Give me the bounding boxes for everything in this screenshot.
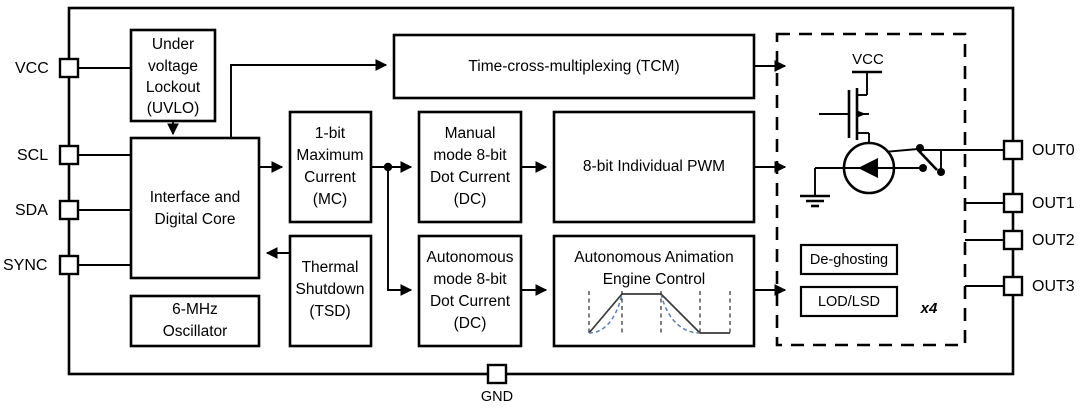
pin-label-sync: SYNC [3,257,47,274]
block-auto-dc-line-2: Dot Current [430,293,511,310]
left-pin-leads [69,67,131,266]
animation-waveform-icon [588,291,731,336]
block-oscillator[interactable] [129,294,261,348]
block-thermal-shutdown[interactable] [288,234,373,348]
block-uvlo-line-0: Under [152,36,194,53]
block-max-current-line-2: Current [304,169,356,186]
block-auto-dc-line-3: (DC) [454,315,487,332]
block-tsd-line-0: Thermal [302,259,359,276]
block-uvlo-line-2: Lockout [146,79,201,96]
block-anim-line-0: Autonomous Animation [574,249,733,266]
block-interface-line-1: Digital Core [155,211,236,228]
output-stage-multiplier-label: x4 [920,300,938,317]
block-deghosting-label: De-ghosting [810,252,888,268]
block-deghosting[interactable] [799,243,899,276]
block-auto-dc-line-1: mode 8-bit [433,271,507,288]
pin-label-out3: OUT3 [1032,278,1075,295]
block-lod-lsd[interactable] [799,285,899,318]
pin-sync[interactable] [58,254,80,276]
pin-label-sda: SDA [15,202,48,219]
right-pin-leads [920,149,1004,287]
pin-label-out2: OUT2 [1032,232,1075,249]
block-manual-dc-line-3: (DC) [454,191,487,208]
pin-label-vcc: VCC [15,60,49,77]
block-uvlo-line-1: voltage [148,58,198,75]
block-max-current-line-1: Maximum [296,147,363,164]
block-manual-dot-current[interactable] [417,110,523,224]
block-anim-line-1: Engine Control [603,271,706,288]
pin-label-scl: SCL [17,147,48,164]
block-interface-line-0: Interface and [150,189,240,206]
block-oscillator-line-1: Oscillator [163,323,228,340]
chip-boundary [67,6,1015,376]
block-manual-dc-line-2: Dot Current [430,169,511,186]
block-tsd-line-1: Shutdown [296,281,365,298]
pin-label-out0: OUT0 [1032,142,1075,159]
output-stage-vcc-label: VCC [852,51,884,68]
block-manual-dc-line-1: mode 8-bit [433,147,507,164]
pin-out0[interactable] [1002,139,1024,161]
block-autonomous-dot-current[interactable] [417,234,523,348]
pin-out3[interactable] [1002,275,1024,297]
output-stage-dashed-region [775,32,967,347]
block-tsd-line-2: (TSD) [309,303,350,320]
pin-gnd[interactable] [486,363,508,385]
block-manual-dc-line-0: Manual [445,125,496,142]
block-pwm-line-0: 8-bit Individual PWM [583,158,725,175]
pin-scl[interactable] [58,144,80,166]
block-uvlo-line-3: (UVLO) [147,100,200,117]
pin-sda[interactable] [58,199,80,221]
pin-out1[interactable] [1002,192,1024,214]
block-tcm-line-0: Time-cross-multiplexing (TCM) [468,58,679,75]
output-driver-circuit [800,70,945,208]
block-auto-dc-line-0: Autonomous [426,249,513,266]
block-oscillator-line-0: 6-MHz [172,301,218,318]
pin-label-out1: OUT1 [1032,195,1075,212]
block-max-current-line-0: 1-bit [315,125,346,142]
block-max-current-line-3: (MC) [313,191,347,208]
pin-label-gnd: GND [481,389,513,405]
pin-vcc[interactable] [58,57,80,79]
pin-out2[interactable] [1002,229,1024,251]
block-lod-lsd-label: LOD/LSD [818,294,880,310]
block-interface-digital-core[interactable] [129,136,261,280]
signal-wires [167,59,787,296]
block-animation-engine[interactable] [552,234,756,348]
